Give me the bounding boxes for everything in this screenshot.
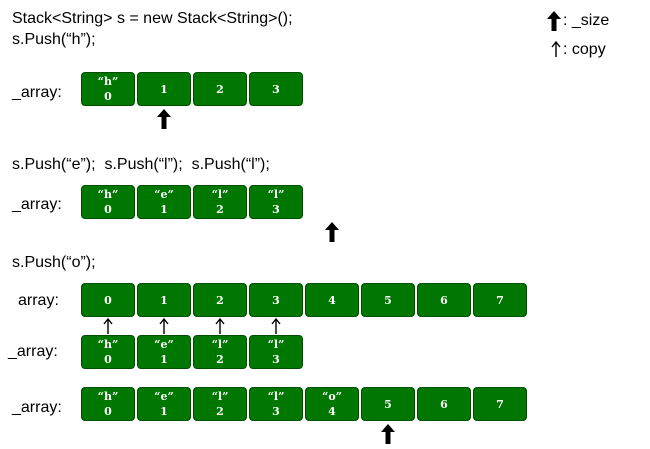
array-cell: “e” 1 bbox=[137, 387, 191, 421]
array-label-state1: _array: bbox=[12, 84, 62, 101]
old-array-label: _array: bbox=[8, 343, 58, 360]
size-pointer-icon bbox=[325, 222, 339, 242]
copy-arrow-icon bbox=[159, 318, 169, 334]
cell-index: 6 bbox=[440, 398, 448, 411]
array-cell: “o” 4 bbox=[305, 387, 359, 421]
thick-up-arrow-icon bbox=[547, 11, 561, 31]
cell-index: 0 bbox=[104, 405, 112, 418]
array-cell: 7 bbox=[473, 283, 527, 317]
cell-value: “l” bbox=[211, 390, 229, 403]
cell-index: 3 bbox=[272, 203, 280, 216]
array-cell: “h” 0 bbox=[81, 72, 135, 106]
new-array-label: array: bbox=[18, 292, 59, 309]
cell-value: “h” bbox=[97, 75, 119, 88]
array-cell: “l” 3 bbox=[249, 335, 303, 369]
size-pointer-icon bbox=[157, 109, 171, 129]
array-cell: 0 bbox=[81, 283, 135, 317]
cell-value: “h” bbox=[97, 338, 119, 351]
cell-index: 1 bbox=[160, 203, 168, 216]
array-cell: 5 bbox=[361, 387, 415, 421]
array-cell: 7 bbox=[473, 387, 527, 421]
copy-arrow-icon bbox=[215, 318, 225, 334]
cell-index: 2 bbox=[216, 203, 224, 216]
copy-arrow-icon bbox=[271, 318, 281, 334]
cell-value: “e” bbox=[154, 390, 174, 403]
cell-index: 0 bbox=[104, 203, 112, 216]
array-cell: 5 bbox=[361, 283, 415, 317]
array-cell: 1 bbox=[137, 283, 191, 317]
cell-index: 6 bbox=[440, 294, 448, 307]
cell-value: “h” bbox=[97, 188, 119, 201]
array-cell: “l” 3 bbox=[249, 387, 303, 421]
new-array: 0 1 2 3 4 5 6 7 bbox=[81, 283, 529, 317]
cell-index: 3 bbox=[272, 405, 280, 418]
array-cell: 2 bbox=[193, 283, 247, 317]
cell-value: “l” bbox=[211, 338, 229, 351]
legend-copy-label: : copy bbox=[563, 41, 606, 58]
cell-value: “e” bbox=[154, 188, 174, 201]
array-cell: 2 bbox=[193, 72, 247, 106]
array-cell: “h” 0 bbox=[81, 335, 135, 369]
cell-index: 7 bbox=[496, 294, 504, 307]
array-label-state3: _array: bbox=[12, 399, 62, 416]
array-cell: “l” 2 bbox=[193, 185, 247, 219]
code-line-push-h: s.Push(“h”); bbox=[12, 31, 96, 48]
cell-index: 2 bbox=[216, 83, 224, 96]
cell-value: “h” bbox=[97, 390, 119, 403]
code-line-push-o: s.Push(“o”); bbox=[12, 254, 96, 271]
cell-index: 4 bbox=[328, 294, 336, 307]
cell-value: “e” bbox=[154, 338, 174, 351]
array-cell: “e” 1 bbox=[137, 335, 191, 369]
code-line-push-e-l-l: s.Push(“e”); s.Push(“l”); s.Push(“l”); bbox=[12, 156, 270, 173]
cell-index: 2 bbox=[216, 353, 224, 366]
array-state3: “h” 0 “e” 1 “l” 2 “l” 3 “o” 4 5 6 7 bbox=[81, 387, 529, 421]
cell-index: 5 bbox=[384, 294, 392, 307]
cell-value: “l” bbox=[267, 338, 285, 351]
cell-index: 1 bbox=[160, 405, 168, 418]
thin-up-arrow-icon bbox=[551, 41, 561, 57]
cell-value: “l” bbox=[267, 390, 285, 403]
cell-index: 2 bbox=[216, 294, 224, 307]
array-cell: “l” 3 bbox=[249, 185, 303, 219]
cell-index: 0 bbox=[104, 90, 112, 103]
cell-index: 3 bbox=[272, 353, 280, 366]
cell-index: 1 bbox=[160, 353, 168, 366]
copy-arrow-icon bbox=[103, 318, 113, 334]
cell-index: 0 bbox=[104, 294, 112, 307]
cell-index: 7 bbox=[496, 398, 504, 411]
cell-index: 1 bbox=[160, 83, 168, 96]
code-line-declare: Stack<String> s = new Stack<String>(); bbox=[12, 10, 293, 27]
cell-index: 0 bbox=[104, 353, 112, 366]
array-state2: “h” 0 “e” 1 “l” 2 “l” 3 bbox=[81, 185, 305, 219]
cell-index: 5 bbox=[384, 398, 392, 411]
cell-value: “o” bbox=[322, 390, 342, 403]
cell-index: 2 bbox=[216, 405, 224, 418]
cell-value: “l” bbox=[211, 188, 229, 201]
cell-value: “l” bbox=[267, 188, 285, 201]
cell-index: 3 bbox=[272, 294, 280, 307]
array-cell: “e” 1 bbox=[137, 185, 191, 219]
array-label-state2: _array: bbox=[12, 196, 62, 213]
array-cell: “l” 2 bbox=[193, 387, 247, 421]
array-cell: 4 bbox=[305, 283, 359, 317]
cell-index: 1 bbox=[160, 294, 168, 307]
old-array: “h” 0 “e” 1 “l” 2 “l” 3 bbox=[81, 335, 305, 369]
array-cell: 3 bbox=[249, 283, 303, 317]
array-cell: 3 bbox=[249, 72, 303, 106]
legend-size-label: : _size bbox=[563, 12, 610, 29]
array-cell: 6 bbox=[417, 283, 471, 317]
array-cell: “h” 0 bbox=[81, 387, 135, 421]
cell-index: 4 bbox=[328, 405, 336, 418]
array-cell: 1 bbox=[137, 72, 191, 106]
array-state1: “h” 0 1 2 3 bbox=[81, 72, 305, 106]
cell-index: 3 bbox=[272, 83, 280, 96]
size-pointer-icon bbox=[381, 424, 395, 444]
array-cell: “h” 0 bbox=[81, 185, 135, 219]
array-cell: 6 bbox=[417, 387, 471, 421]
array-cell: “l” 2 bbox=[193, 335, 247, 369]
